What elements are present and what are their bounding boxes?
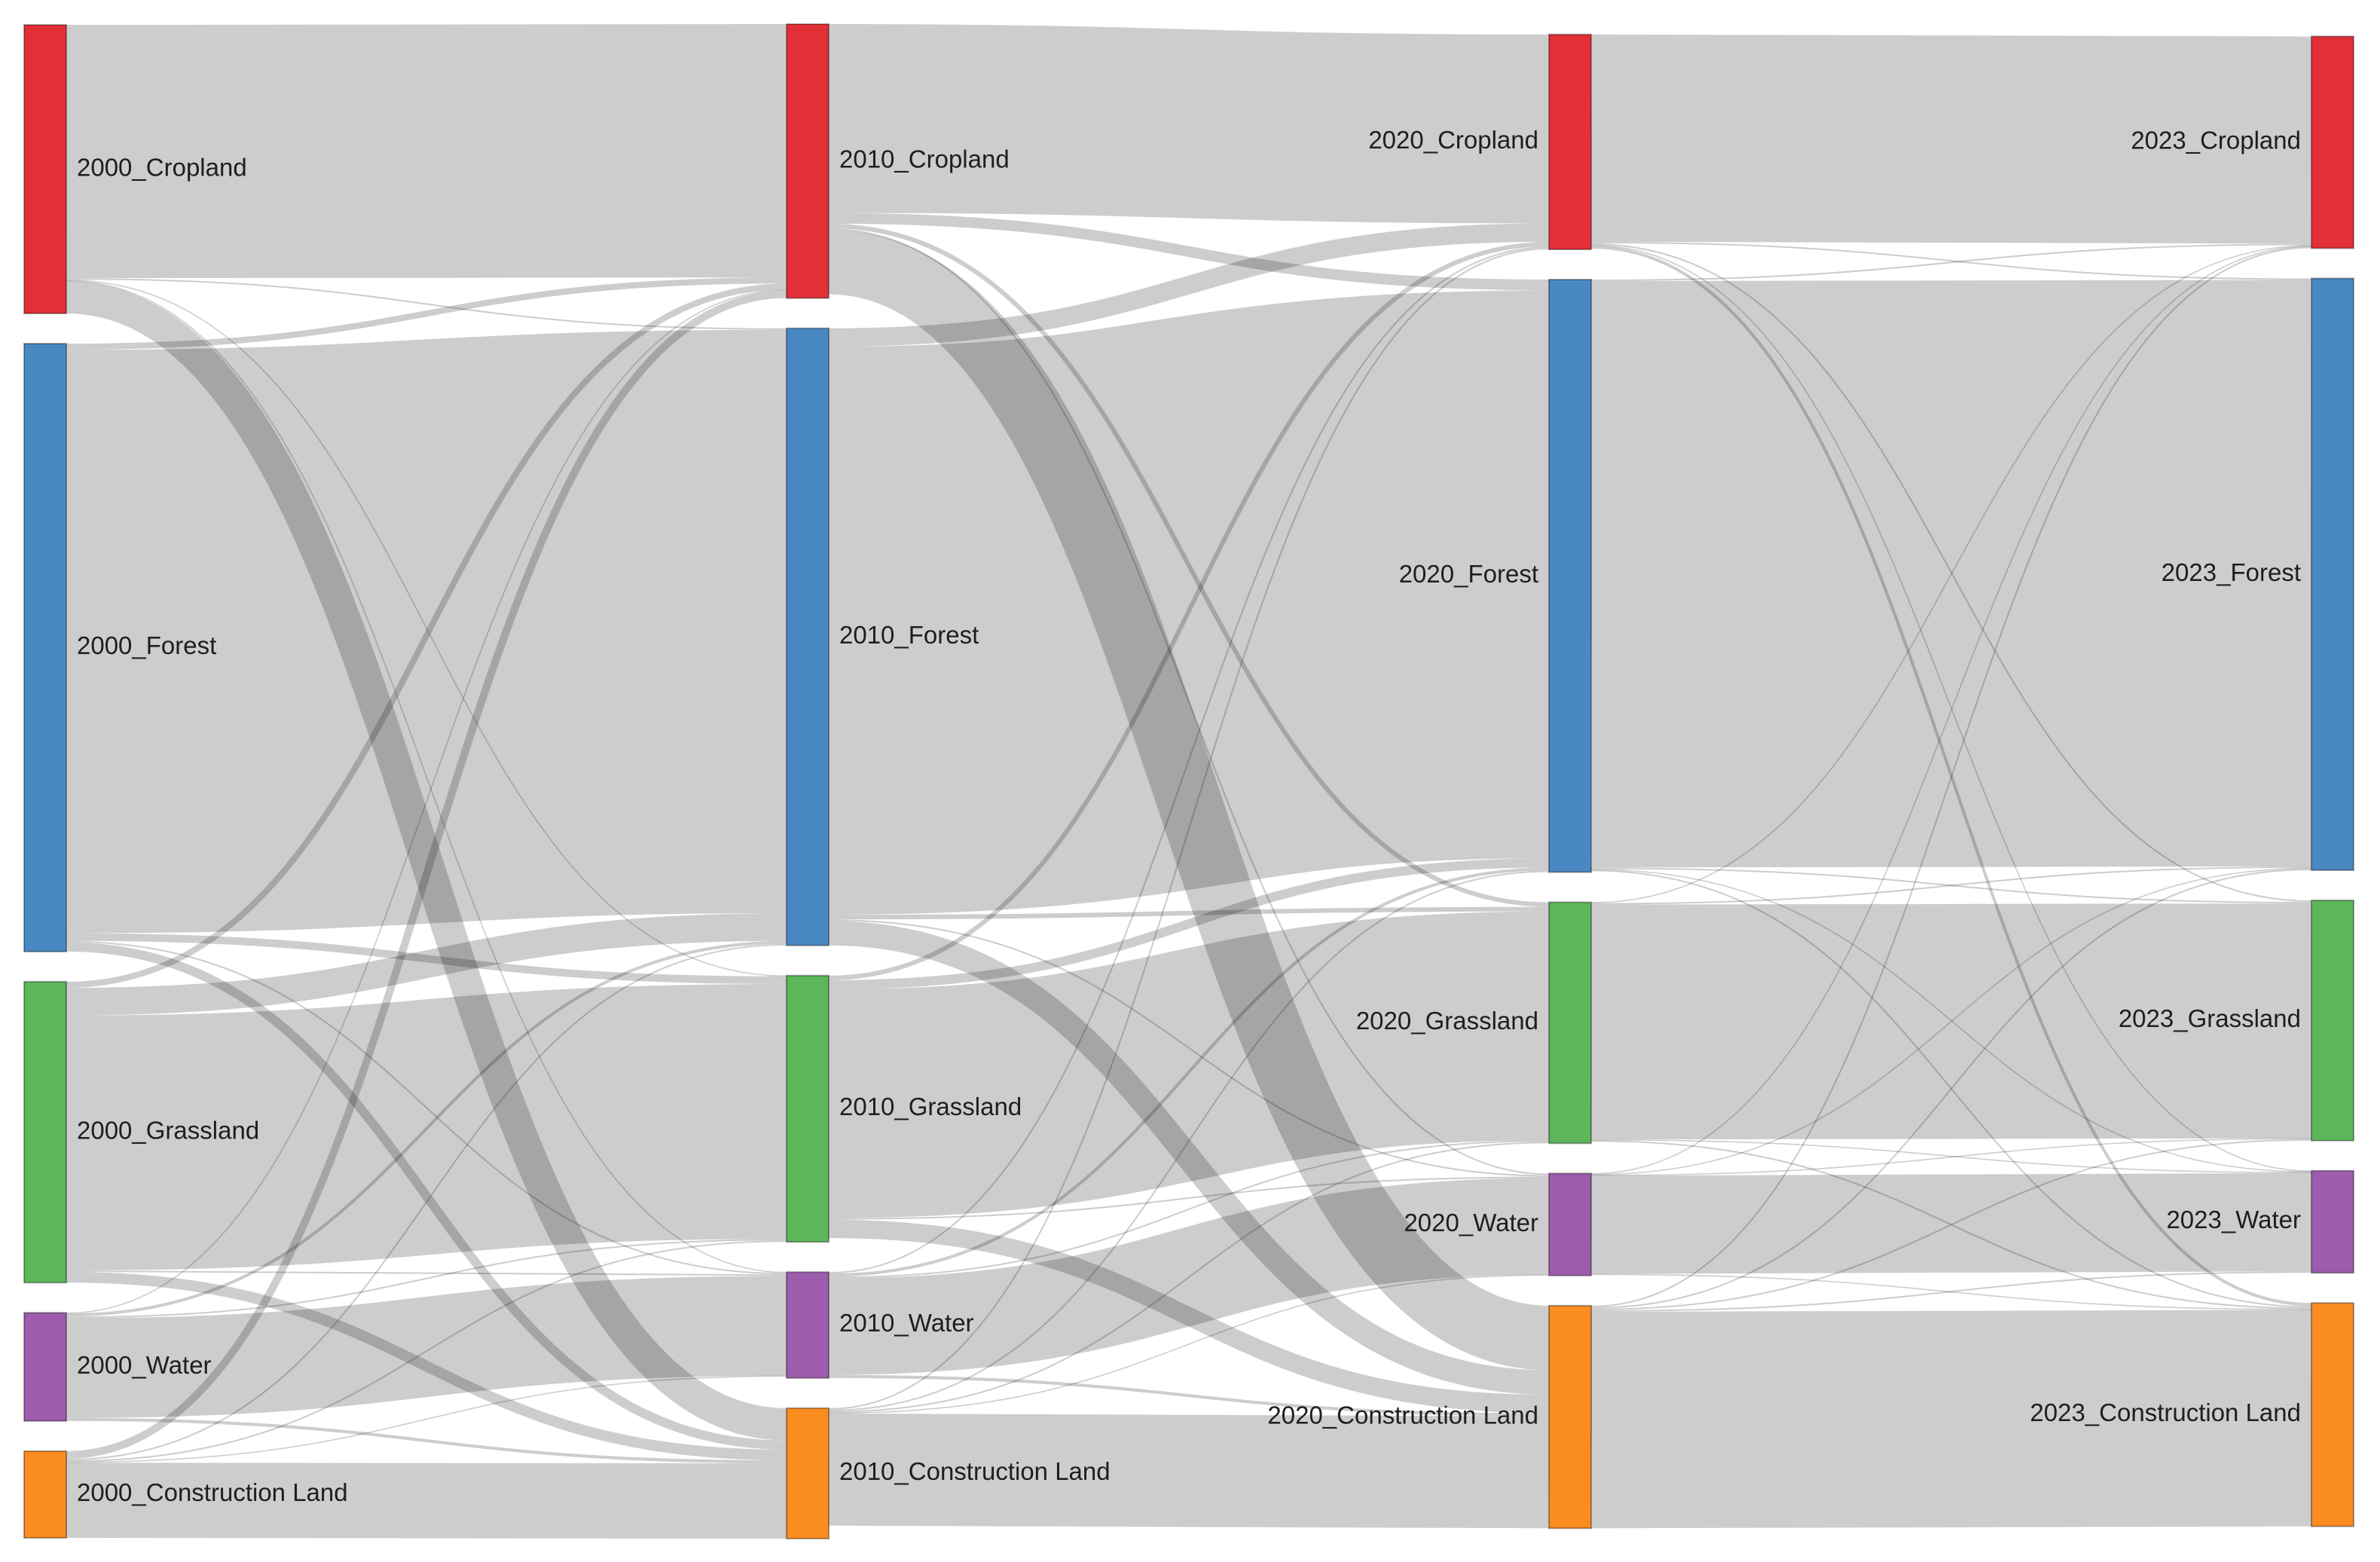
- node-2023-cropland: [2311, 35, 2354, 249]
- node-label-2020-grassland: 2020_Grassland: [1356, 1007, 1538, 1035]
- node-label-2020-water: 2020_Water: [1404, 1209, 1538, 1236]
- node-label-2000-construction-land: 2000_Construction Land: [77, 1478, 348, 1506]
- flow-2010-construction-land-to-2020-water: [828, 1274, 1550, 1414]
- node-2023-water: [2311, 1169, 2354, 1274]
- flow-2010-grassland-to-2020-grassland: [828, 911, 1550, 1218]
- flow-2020-grassland-to-2023-forest: [1590, 866, 2312, 905]
- flow-2020-construction-land-to-2023-construction-land: [1590, 1310, 2312, 1529]
- flow-2000-water-to-2010-forest: [66, 940, 787, 1317]
- flow-2020-grassland-to-2023-water: [1590, 1139, 2312, 1174]
- flow-2000-forest-to-2010-cropland: [66, 277, 787, 350]
- node-label-2010-construction-land: 2010_Construction Land: [839, 1457, 1111, 1485]
- flow-2000-grassland-to-2010-water: [66, 1270, 787, 1276]
- sankey-node-labels: 2000_Cropland 2000_Forest 2000_Grassland 20…: [77, 126, 2301, 1506]
- flow-2000-construction-land-to-2010-grassland: [66, 1240, 787, 1463]
- node-2000-forest: [23, 343, 67, 952]
- flow-2000-construction-land-to-2010-construction-land: [66, 1463, 787, 1539]
- flow-2010-grassland-to-2020-cropland: [828, 241, 1550, 980]
- flow-2000-construction-land-to-2010-cropland: [66, 290, 787, 1460]
- node-2000-cropland: [23, 24, 67, 315]
- flow-2020-water-to-2023-grassland: [1590, 1138, 2312, 1176]
- flow-2020-cropland-to-2023-forest: [1590, 241, 2312, 280]
- node-2020-construction-land: [1548, 1304, 1592, 1530]
- flow-2020-construction-land-to-2023-water: [1590, 1271, 2312, 1312]
- node-2020-forest: [1548, 278, 1592, 873]
- flow-2020-construction-land-to-2023-forest: [1590, 868, 2312, 1309]
- node-label-2010-forest: 2010_Forest: [839, 621, 979, 649]
- flow-2010-grassland-to-2020-forest: [828, 858, 1550, 990]
- flow-2020-water-to-2023-forest: [1590, 867, 2312, 1175]
- flow-2010-forest-to-2020-cropland: [828, 223, 1550, 347]
- node-label-2000-water: 2000_Water: [77, 1351, 212, 1379]
- flow-2000-water-to-2010-grassland: [66, 1239, 787, 1319]
- flow-2020-cropland-to-2023-cropland: [1590, 34, 2312, 244]
- node-2020-water: [1548, 1172, 1592, 1276]
- flow-2020-water-to-2023-water: [1590, 1172, 2312, 1274]
- flow-2010-cropland-to-2020-forest: [828, 212, 1550, 291]
- node-2020-grassland: [1548, 901, 1592, 1145]
- node-label-2010-grassland: 2010_Grassland: [839, 1093, 1022, 1120]
- flow-2010-water-to-2020-forest: [828, 867, 1550, 1277]
- node-2010-construction-land: [786, 1407, 829, 1539]
- node-label-2023-cropland: 2023_Cropland: [2131, 127, 2301, 154]
- node-2010-cropland: [786, 23, 829, 299]
- node-label-2010-water: 2010_Water: [839, 1309, 974, 1337]
- node-label-2010-cropland: 2010_Cropland: [839, 145, 1010, 173]
- flow-2020-construction-land-to-2023-grassland: [1590, 1139, 2312, 1310]
- sankey-links: [66, 24, 2312, 1539]
- node-2023-grassland: [2311, 899, 2354, 1142]
- flow-2010-construction-land-to-2020-construction-land: [828, 1413, 1550, 1529]
- flow-2010-cropland-to-2020-cropland: [828, 24, 1550, 224]
- node-2023-forest: [2311, 277, 2354, 871]
- node-label-2000-forest: 2000_Forest: [77, 631, 216, 659]
- node-label-2023-construction-land: 2023_Construction Land: [2030, 1398, 2301, 1426]
- node-2023-construction-land: [2311, 1302, 2354, 1527]
- flow-2010-forest-to-2020-grassland: [828, 906, 1550, 920]
- flow-2020-forest-to-2023-cropland: [1590, 243, 2312, 282]
- sankey-nodes: [23, 23, 2354, 1539]
- node-label-2023-water: 2023_Water: [2166, 1206, 2301, 1233]
- flow-2020-grassland-to-2023-cropland: [1590, 245, 2312, 903]
- node-label-2000-grassland: 2000_Grassland: [77, 1116, 259, 1144]
- flow-2010-water-to-2020-grassland: [828, 1140, 1550, 1279]
- flow-2010-forest-to-2020-forest: [828, 290, 1550, 915]
- flow-2000-water-to-2010-water: [66, 1276, 787, 1418]
- flow-2000-construction-land-to-2010-forest: [66, 943, 787, 1461]
- flow-2000-construction-land-to-2010-water: [66, 1375, 787, 1463]
- flow-2010-construction-land-to-2020-grassland: [828, 1142, 1550, 1413]
- flow-2000-grassland-to-2010-cropland: [66, 283, 787, 989]
- node-2000-water: [23, 1312, 67, 1422]
- node-label-2020-cropland: 2020_Cropland: [1368, 126, 1538, 154]
- node-label-2000-cropland: 2000_Cropland: [77, 153, 247, 181]
- node-2010-water: [786, 1271, 829, 1379]
- flow-2000-water-to-2010-construction-land: [66, 1417, 787, 1464]
- node-label-2020-construction-land: 2020_Construction Land: [1267, 1401, 1538, 1429]
- node-label-2023-forest: 2023_Forest: [2162, 558, 2301, 586]
- node-2010-grassland: [786, 974, 829, 1243]
- flow-2000-grassland-to-2010-forest: [66, 912, 787, 1016]
- node-2020-cropland: [1548, 33, 1592, 250]
- flow-2020-construction-land-to-2023-cropland: [1590, 246, 2312, 1307]
- flow-2010-grassland-to-2020-water: [828, 1176, 1550, 1220]
- node-label-2023-grassland: 2023_Grassland: [2119, 1004, 2301, 1032]
- node-2000-grassland: [23, 980, 67, 1284]
- flow-2010-construction-land-to-2020-cropland: [828, 247, 1550, 1410]
- flow-2020-water-to-2023-cropland: [1590, 246, 2312, 1175]
- node-label-2020-forest: 2020_Forest: [1399, 560, 1538, 588]
- flow-2000-water-to-2010-cropland: [66, 289, 787, 1314]
- node-2010-forest: [786, 327, 829, 946]
- flow-2010-construction-land-to-2020-forest: [828, 870, 1550, 1411]
- flow-2010-water-to-2020-cropland: [828, 246, 1550, 1274]
- node-2000-construction-land: [23, 1450, 67, 1539]
